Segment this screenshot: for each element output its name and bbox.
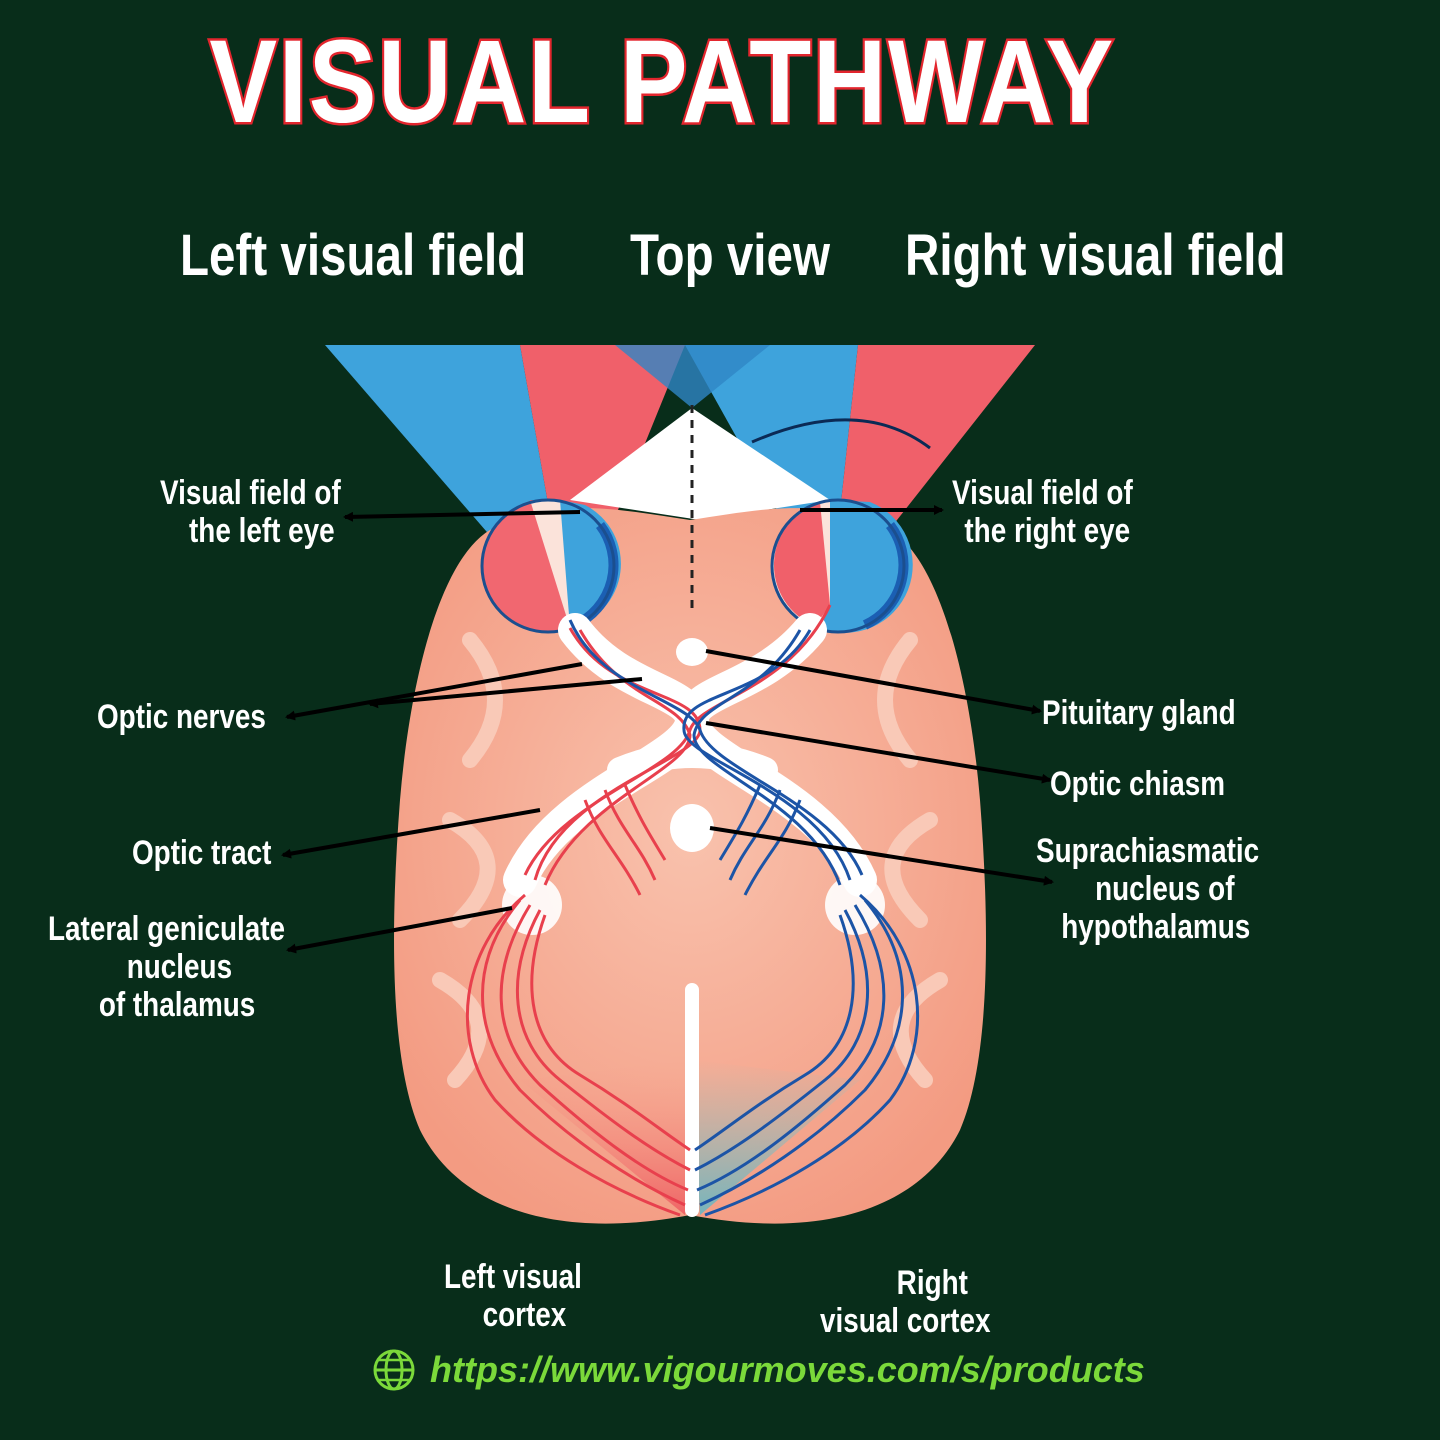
label-line: Suprachiasmatic: [1036, 832, 1260, 870]
arrow-scn: [709, 826, 1054, 886]
field-overlap: [615, 345, 770, 408]
label-line: Left visual: [444, 1258, 582, 1296]
arrow-optic-nerves-2: [368, 677, 643, 709]
arrow-optic-nerves-1: [285, 662, 583, 721]
label-visual-field-right-eye: Visual field of the right eye: [952, 474, 1133, 550]
label-line: hypothalamus: [1061, 908, 1251, 946]
left-lgn: [502, 875, 562, 935]
label-right-visual-cortex: Right visual cortex: [820, 1264, 990, 1340]
label-visual-field-left-eye: Visual field of the left eye: [160, 474, 341, 550]
label-line: nucleus of: [1095, 870, 1235, 908]
blue-fibers: [568, 619, 919, 1217]
suprachiasmatic-nucleus: [670, 804, 714, 852]
label-line: the right eye: [964, 512, 1131, 550]
footer-url-link[interactable]: https://www.vigourmoves.com/s/products: [430, 1349, 1145, 1390]
heading-left-visual-field: Left visual field: [180, 223, 527, 288]
label-line: Visual field of: [952, 474, 1133, 512]
arrow-lgn: [286, 906, 513, 954]
arrow-pituitary: [705, 649, 1042, 715]
label-optic-chiasm: Optic chiasm: [1050, 765, 1226, 803]
page-title: VISUAL PATHWAY: [207, 14, 1115, 151]
heading-top-view: Top view: [630, 223, 830, 288]
label-optic-tract: Optic tract: [132, 834, 272, 872]
label-pituitary-gland: Pituitary gland: [1042, 694, 1236, 732]
label-line: Lateral geniculate: [48, 910, 286, 948]
arrow-optic-tract: [281, 808, 541, 859]
label-line: nucleus: [126, 948, 233, 986]
arrow-vf-left-eye: [343, 510, 581, 522]
label-line: cortex: [482, 1296, 567, 1334]
arrow-optic-chiasm: [705, 721, 1052, 784]
left-cortex-region: [520, 1060, 690, 1215]
label-suprachiasmatic-nucleus: Suprachiasmatic nucleus of hypothalamus: [1036, 832, 1259, 946]
left-eye: [480, 498, 621, 634]
heading-right-visual-field: Right visual field: [905, 223, 1286, 288]
field-arc: [751, 418, 931, 450]
label-optic-nerves: Optic nerves: [97, 698, 266, 736]
label-line: of thalamus: [98, 986, 256, 1024]
label-lateral-geniculate-nucleus: Lateral geniculate nucleus of thalamus: [48, 910, 285, 1024]
binocular-white-region: [570, 408, 830, 520]
pituitary-gland: [676, 638, 708, 666]
label-left-visual-cortex: Left visual cortex: [444, 1258, 582, 1334]
brain-gyri: [432, 632, 948, 1088]
label-line: the left eye: [189, 512, 335, 550]
label-line: visual cortex: [820, 1302, 991, 1340]
footer: https://www.vigourmoves.com/s/products: [372, 1340, 1145, 1400]
callout-arrows: [281, 505, 1054, 954]
label-line: Right: [896, 1264, 968, 1302]
right-eye: [770, 498, 913, 634]
label-line: Visual field of: [160, 474, 341, 512]
right-cortex-region: [692, 1060, 860, 1215]
globe-icon: [373, 1349, 415, 1391]
